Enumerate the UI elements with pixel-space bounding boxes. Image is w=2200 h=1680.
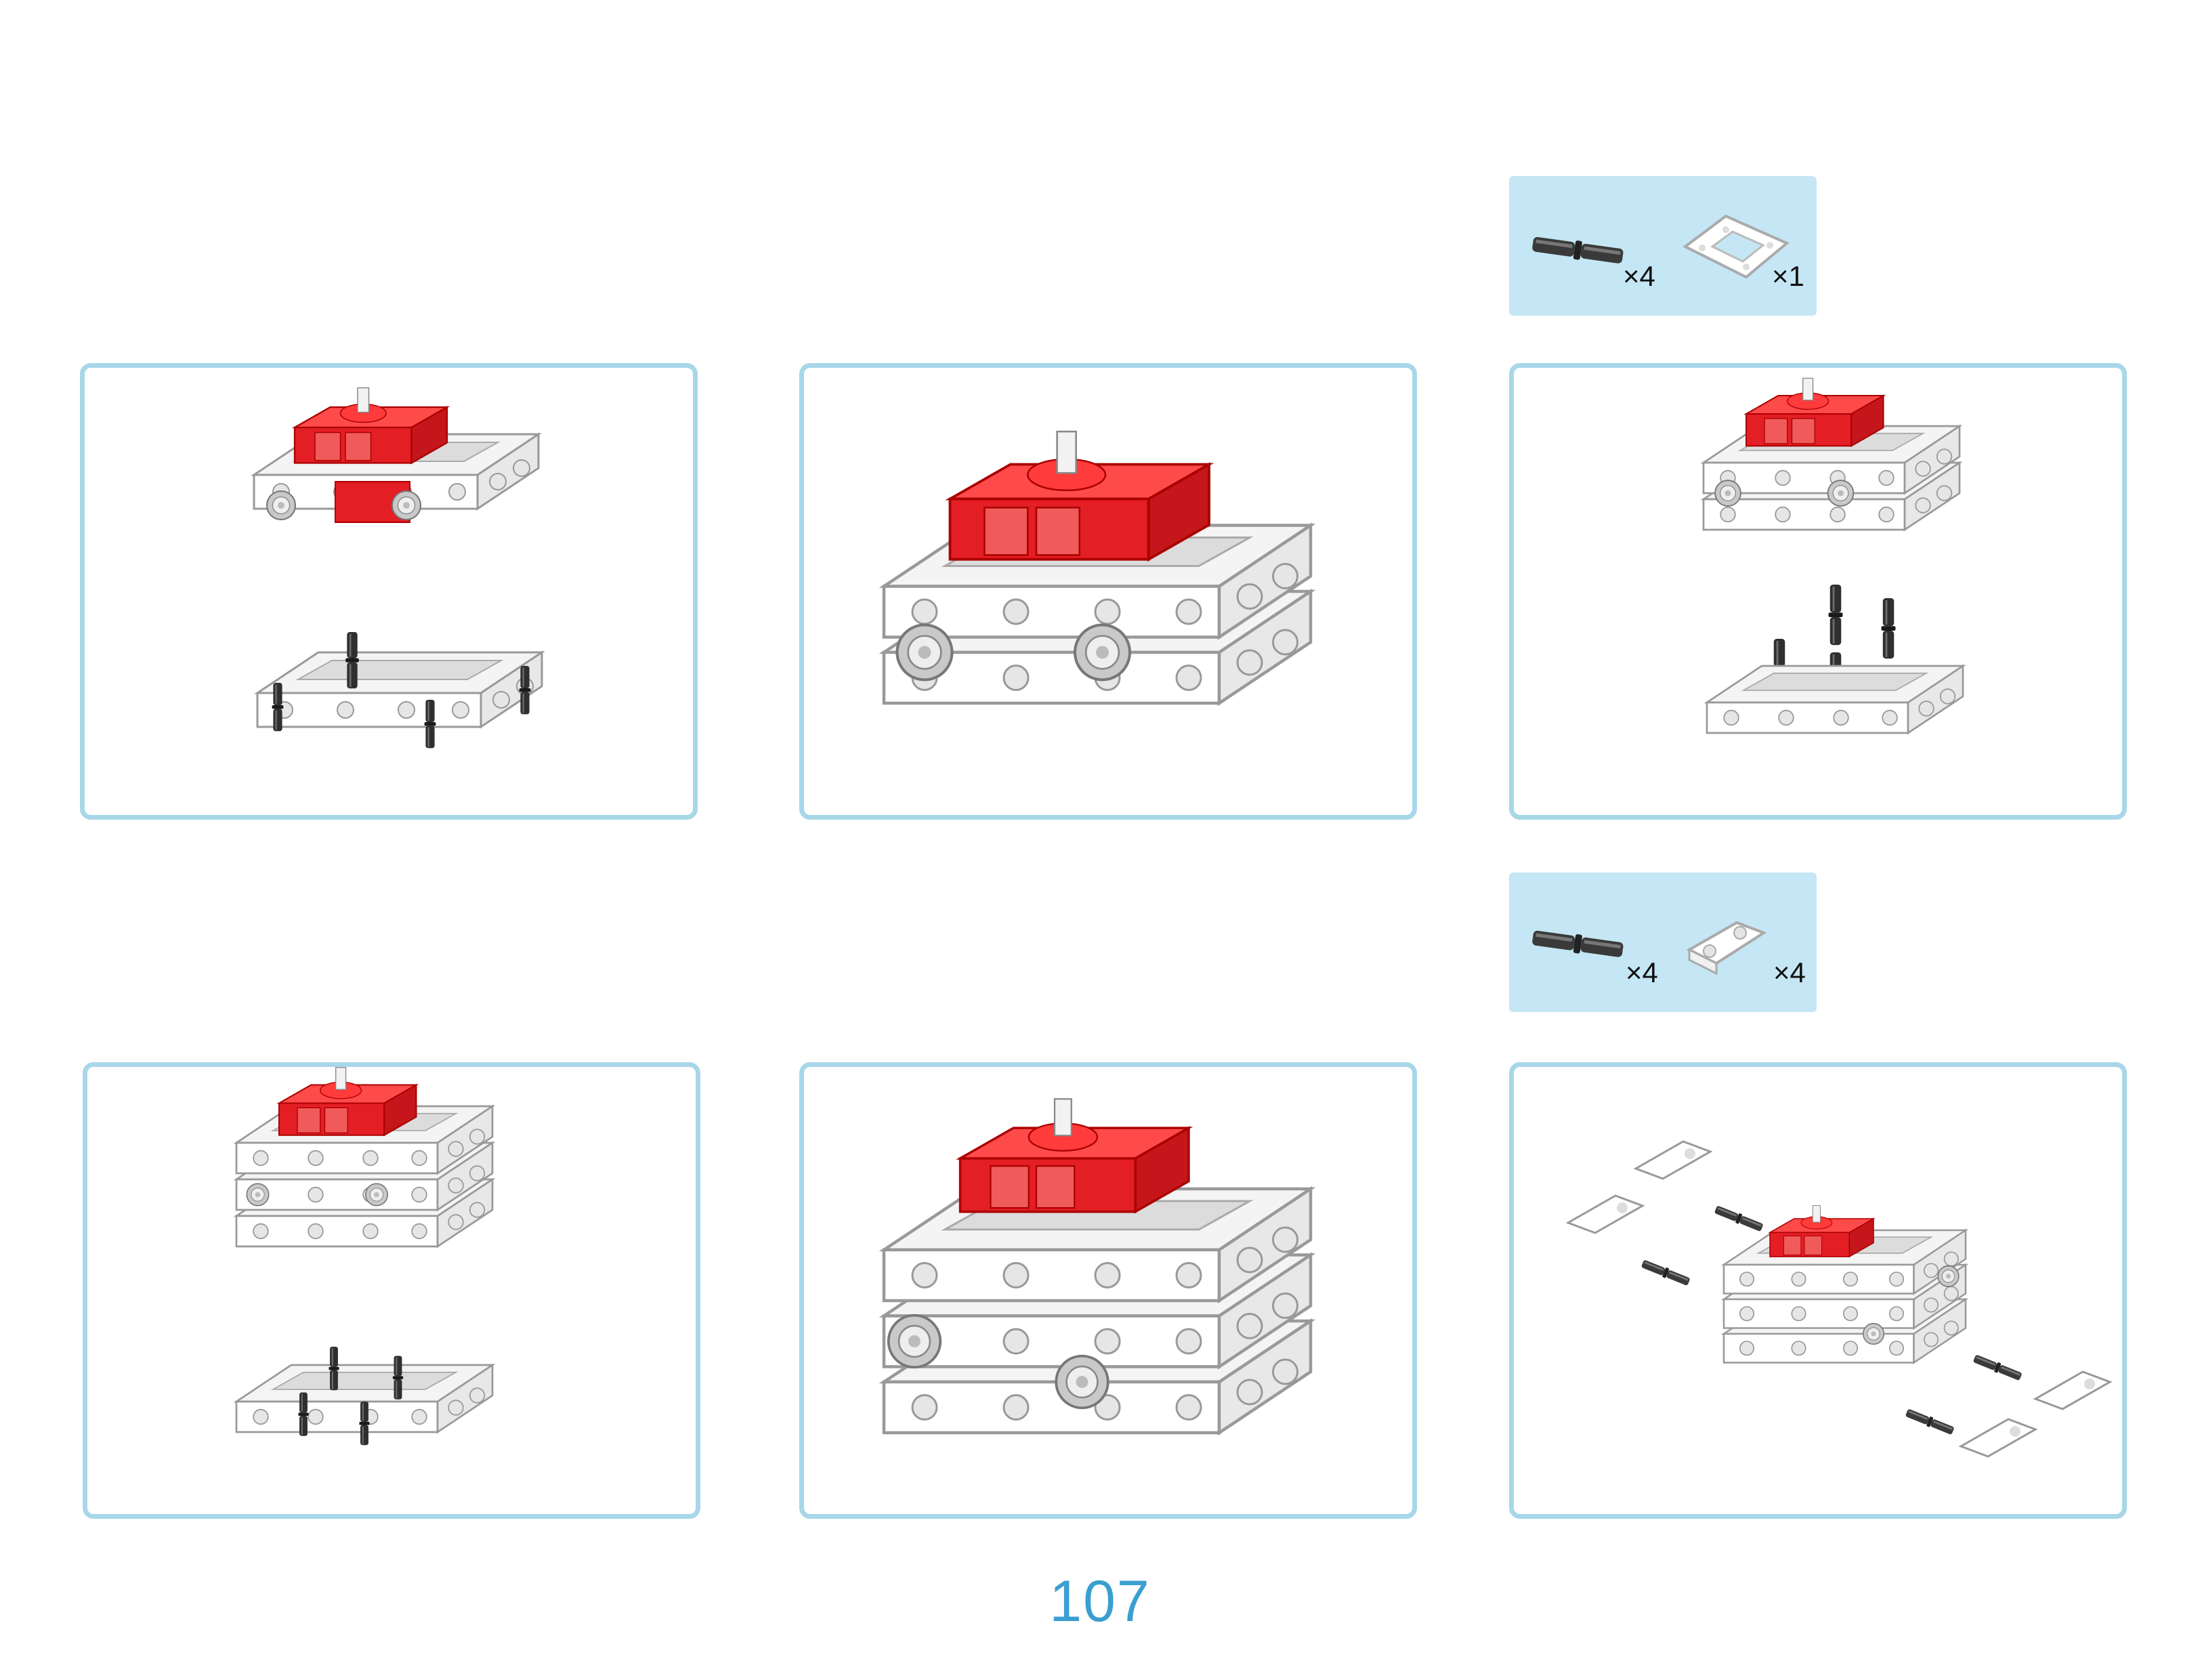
assembly-illustration	[235, 1066, 494, 1446]
parts-box-1: ×4 ×1	[1509, 176, 1817, 316]
step-panel-3	[1509, 363, 2127, 820]
step-panel-2	[799, 363, 1417, 820]
white-frame-icon	[1683, 214, 1790, 279]
parts-box-2: ×4 ×4	[1509, 873, 1817, 1012]
parts-qty-pin: ×4	[1623, 260, 1655, 292]
step-panel-1	[80, 363, 698, 820]
assembly-illustration	[253, 387, 543, 749]
parts-qty-connector: ×4	[1773, 957, 1806, 988]
black-pin-icon	[1531, 928, 1624, 960]
step-panel-5	[799, 1062, 1417, 1519]
step-panel-6	[1509, 1062, 2127, 1519]
page-number: 107	[1049, 1569, 1151, 1634]
assembly-illustration	[804, 1097, 1422, 1524]
black-pin-icon	[1531, 234, 1624, 266]
assembly-illustration	[1565, 1140, 2113, 1458]
white-connector-icon	[1686, 921, 1767, 975]
parts-qty-pin: ×4	[1626, 957, 1658, 988]
parts-qty-frame: ×1	[1772, 260, 1804, 292]
step-panel-4	[83, 1062, 700, 1519]
assembly-illustration	[804, 430, 1422, 824]
assembly-illustration	[1702, 377, 1964, 734]
